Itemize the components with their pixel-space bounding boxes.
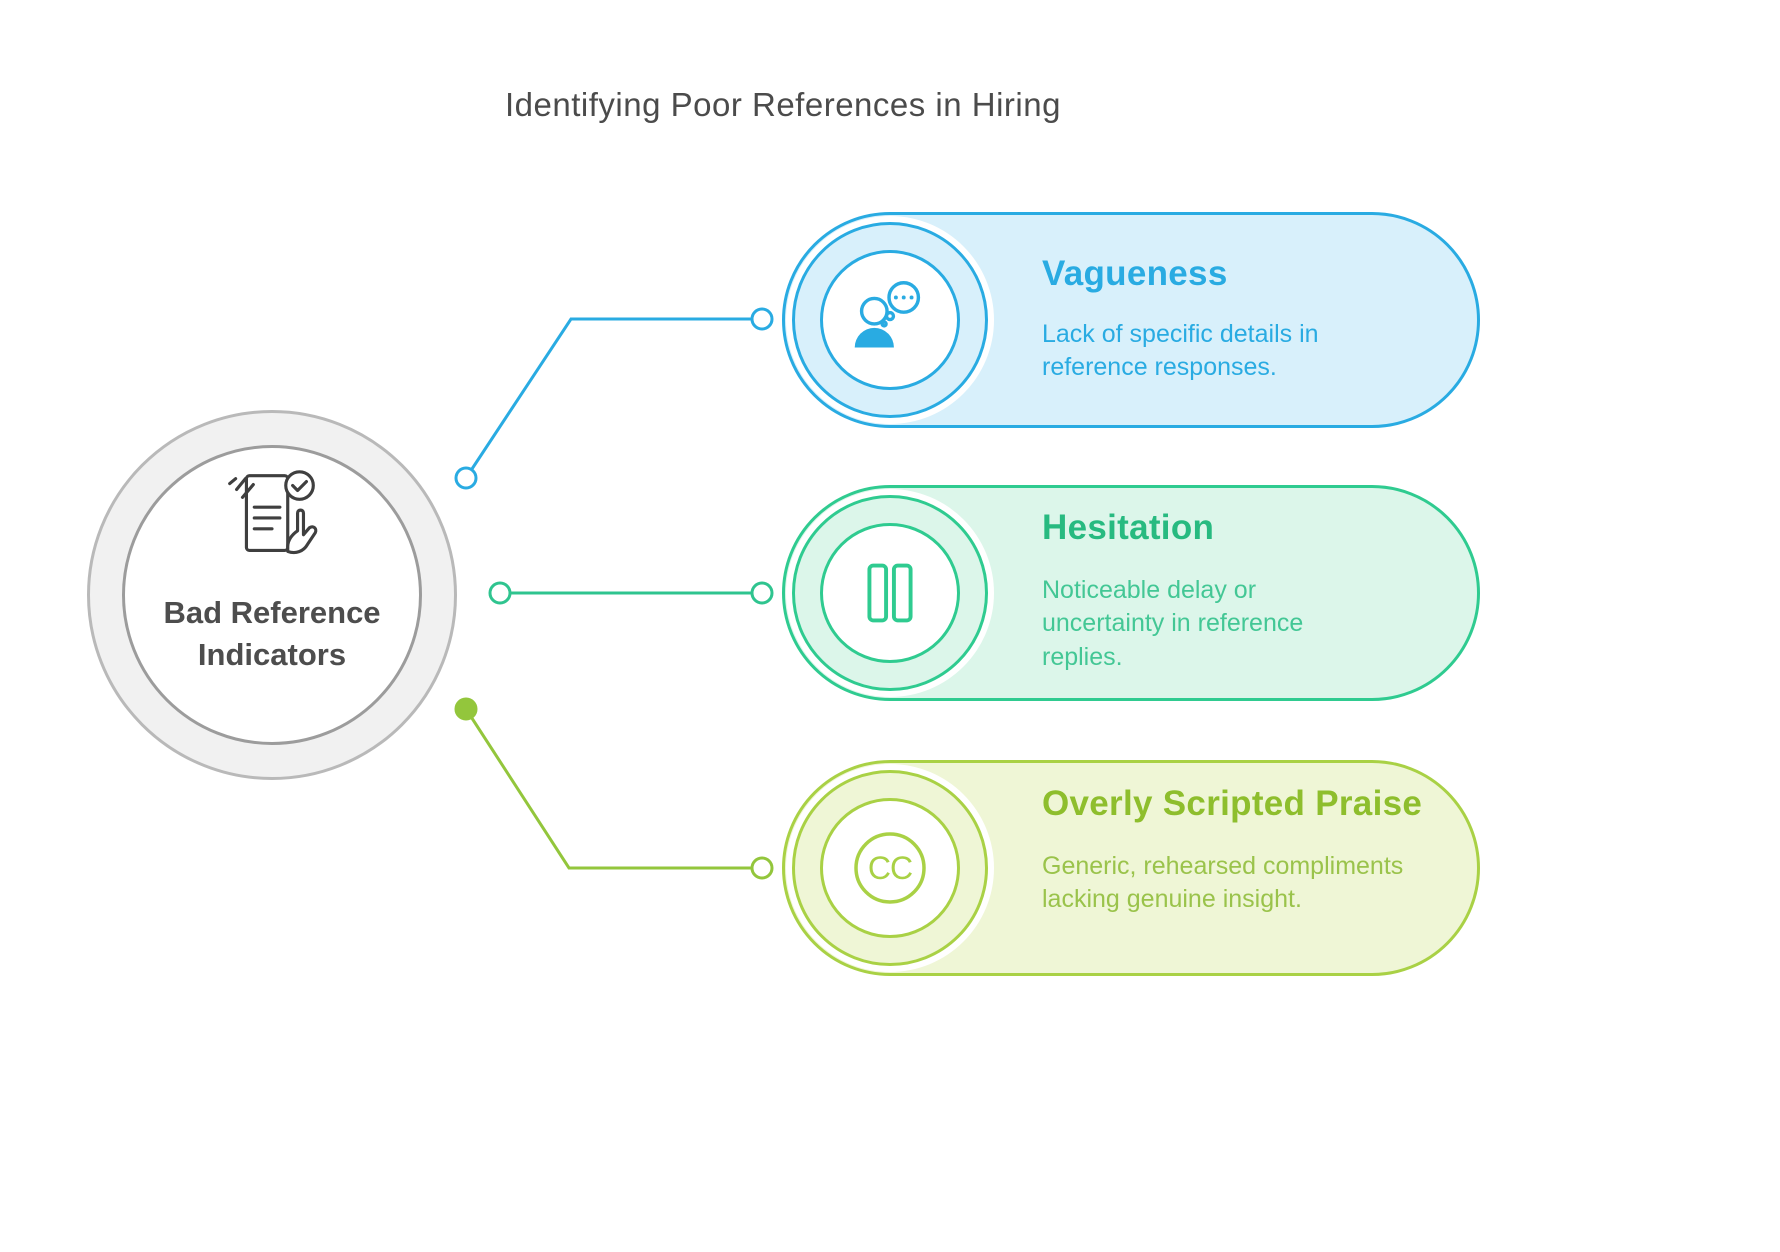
pause-icon	[867, 563, 913, 623]
card-hesitation-title: Hesitation	[1042, 508, 1215, 547]
card-scripted-praise-title: Overly Scripted Praise	[1042, 784, 1423, 823]
node-center-mid	[488, 581, 512, 605]
hesitation-icon-circle	[820, 523, 960, 663]
node-card-mid	[750, 581, 774, 605]
cc-letters: CC	[868, 850, 912, 886]
center-inner-circle	[122, 445, 422, 745]
scripted-praise-icon-circle: CC	[820, 798, 960, 938]
page-title: Identifying Poor References in Hiring	[505, 86, 1061, 123]
document-check-hand-icon	[228, 470, 318, 555]
node-center-top	[454, 466, 478, 490]
card-vagueness-description: Lack of specific details in reference re…	[1042, 320, 1319, 382]
card-hesitation-description: Noticeable delay or uncertainty in refer…	[1042, 576, 1304, 671]
connector-vagueness	[464, 317, 762, 479]
connector-scripted-praise	[464, 708, 762, 870]
node-center-bottom	[454, 697, 478, 721]
center-label: Bad Reference Indicators	[163, 595, 381, 672]
card-scripted-praise-description: Generic, rehearsed compliments lacking g…	[1042, 852, 1404, 914]
node-card-bottom	[750, 856, 774, 880]
card-vagueness-title: Vagueness	[1042, 254, 1228, 293]
vagueness-icon-circle	[820, 250, 960, 390]
cc-icon: CC	[854, 832, 926, 904]
person-thought-bubble-icon	[854, 281, 921, 348]
node-card-top	[750, 307, 774, 331]
